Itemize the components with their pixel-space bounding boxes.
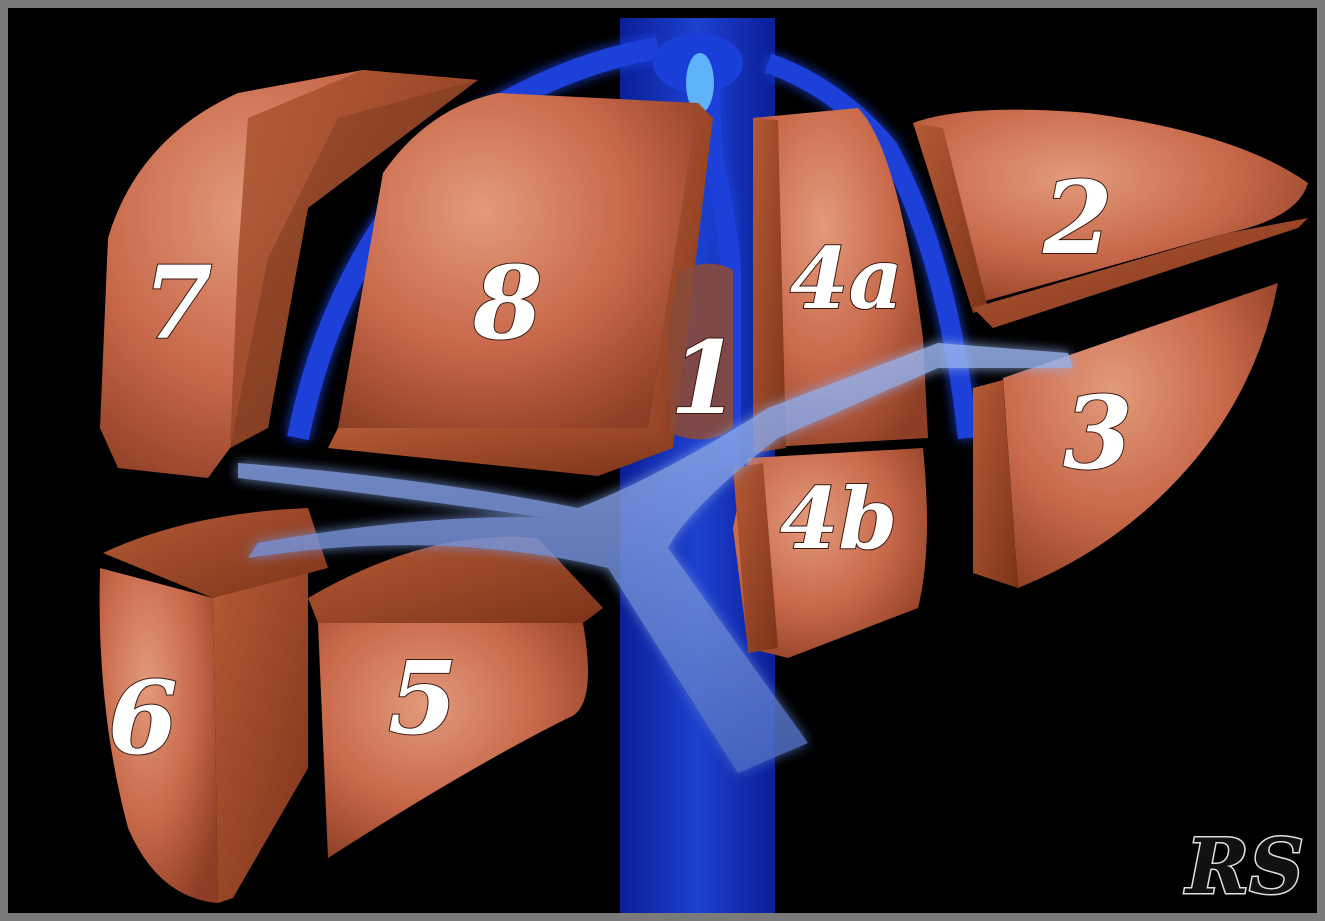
diagram-canvas: 7 8 1 4a 4b 2 3 6 5 RS <box>8 8 1317 913</box>
segment-6-label: 6 <box>108 659 178 777</box>
artist-signature: RS <box>1184 822 1304 911</box>
segment-5-label: 5 <box>388 639 458 757</box>
liver-segments-diagram: 7 8 1 4a 4b 2 3 6 5 RS <box>8 8 1317 913</box>
segment-3-label: 3 <box>1063 374 1133 492</box>
segment-1-label: 1 <box>670 319 740 437</box>
segment-2-label: 2 <box>1042 159 1113 277</box>
segment-8-label: 8 <box>472 244 543 362</box>
segment-7-label: 7 <box>143 244 213 362</box>
segment-4b-label: 4b <box>780 469 897 568</box>
segment-4a-label: 4a <box>790 229 903 328</box>
